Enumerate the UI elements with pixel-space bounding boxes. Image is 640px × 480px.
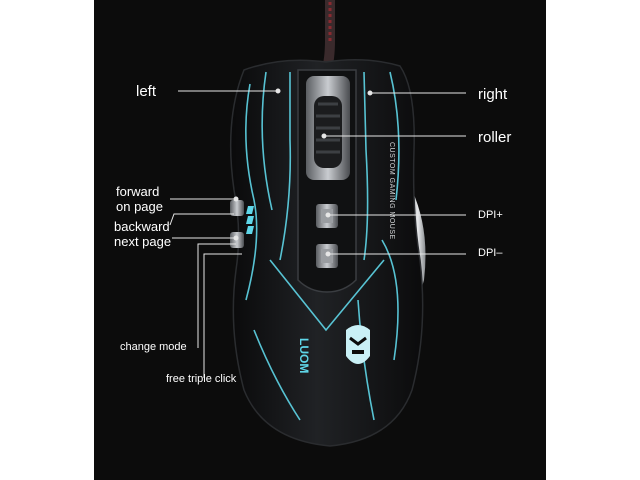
glow-accents	[245, 71, 400, 421]
side-emblem	[246, 206, 254, 234]
label-left: left	[136, 83, 157, 100]
leader-lines	[169, 88, 466, 378]
label-backward: backward next page	[114, 219, 172, 249]
leader-change-mode	[197, 243, 236, 348]
label-dpi-minus: DPI–	[478, 247, 503, 259]
logo-emblem	[346, 325, 370, 364]
label-roller: roller	[478, 129, 512, 146]
leader-backward	[169, 213, 234, 226]
side-product-text: CUSTOM GAMING MOUSE	[388, 142, 395, 240]
brand-text: LUOM	[297, 338, 311, 373]
label-forward: forward on page	[116, 184, 163, 214]
label-triple-click: free triple click	[166, 373, 237, 385]
product-photo: CUSTOM GAMING MOUSE LUOM left right roll…	[94, 0, 546, 480]
scroll-wheel	[314, 96, 342, 168]
gaming-mouse-illustration: CUSTOM GAMING MOUSE LUOM	[169, 0, 466, 447]
leader-triple-click	[203, 253, 242, 378]
label-dpi-plus: DPI+	[478, 209, 503, 221]
label-right: right	[478, 86, 508, 103]
label-change-mode: change mode	[120, 341, 187, 353]
